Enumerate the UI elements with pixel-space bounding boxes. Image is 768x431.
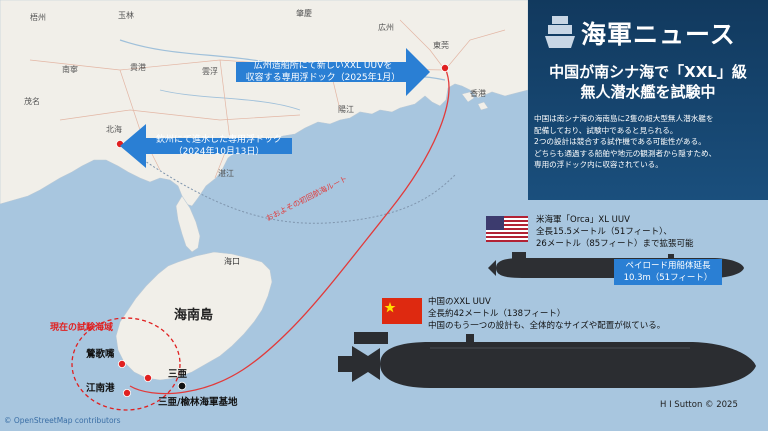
guangzhou-callout: 広州造船所にて新しいXXL UUVを収容する専用浮ドック（2025年1月）	[240, 58, 406, 86]
us-line: 全長15.5メートル（51フィート）、	[536, 227, 672, 237]
warship-icon	[545, 16, 575, 48]
test-area-label: 現在の試験海域	[50, 323, 114, 333]
city-label: 玉林	[118, 11, 134, 20]
city-label: 湛江	[218, 169, 234, 178]
callout-line: 広州造船所にて新しいXXL UUVを	[253, 61, 393, 71]
voyage-route	[129, 67, 450, 395]
ext-line: 10.3m（51フィート）	[623, 273, 713, 283]
qinzhou-arrow	[120, 124, 292, 168]
city-label: 肇慶	[296, 9, 312, 18]
city-label: 広州	[378, 23, 394, 32]
test-point-2	[143, 373, 152, 382]
description-line: 中国は南シナ海の海南島に2隻の超大型無人潜水艦を	[534, 114, 714, 123]
jiangnan-label: 江南港	[86, 383, 115, 394]
cn-line: 中国のもう一つの設計も、全体的なサイズや配置が似ている。	[428, 321, 666, 331]
sanya-base-point	[177, 381, 187, 391]
description-line: どちらも通過する船舶や地元の観測者から隠すため、	[534, 148, 717, 158]
logo-text: 海軍ニュース	[581, 20, 736, 49]
cn-title: 中国のXXL UUV	[428, 297, 491, 307]
description-line: 専用の浮ドック内に収容されている。	[534, 160, 663, 169]
city-label: 南寧	[62, 65, 78, 74]
yinggehai-point	[118, 359, 127, 368]
callout-line: 欽州にて進水した専用浮ドック	[155, 135, 282, 145]
city-label: 茂名	[24, 97, 40, 106]
city-label: 陽江	[338, 105, 354, 114]
yinggehai-label: 鶯歌嘴	[86, 349, 115, 360]
city-label: 梧州	[30, 13, 46, 22]
headline-line: 無人潜水艦を試験中	[580, 83, 716, 101]
city-label: 貴港	[130, 63, 146, 72]
china-xxl-uuv-drawing	[338, 332, 756, 388]
us-spec: 米海軍「Orca」XL UUV 全長15.5メートル（51フィート）、 26メー…	[536, 214, 693, 250]
dotted-route	[119, 143, 456, 224]
cn-line: 全長約42メートル（138フィート）	[428, 309, 566, 319]
callout-line: （2024年10月13日）	[173, 147, 265, 157]
cn-spec: 中国のXXL UUV 全長約42メートル（138フィート） 中国のもう一つの設計…	[428, 296, 665, 332]
description-line: 配備しており、試験中であると見られる。	[534, 125, 678, 135]
island-label: 海南島	[174, 308, 214, 323]
us-line: 26メートル（85フィート）まで拡張可能	[536, 239, 694, 249]
ext-line: ペイロード用船体延長	[625, 261, 711, 271]
hk-islands	[461, 91, 489, 111]
river	[159, 89, 301, 111]
us-title: 米海軍「Orca」XL UUV	[536, 215, 630, 225]
test-area-circle	[71, 317, 181, 411]
sanya-label: 三亜	[168, 369, 188, 380]
city-label: 東莞	[433, 41, 449, 50]
leizhou-peninsula	[175, 195, 201, 253]
jiangnan-point	[123, 388, 132, 397]
city-label: 香港	[470, 89, 486, 98]
guangzhou-point	[440, 64, 449, 73]
qinzhou-callout: 欽州にて進水した専用浮ドック （2024年10月13日）	[146, 132, 292, 160]
city-label: 北海	[106, 125, 122, 134]
description: 中国は南シナ海の海南島に2隻の超大型無人潜水艦を 配備しており、試験中であると見…	[534, 113, 762, 171]
headline-line: 中国が南シナ海で「XXL」級	[549, 63, 747, 81]
us-flag-icon	[486, 216, 528, 242]
author-credit: H I Sutton © 2025	[660, 400, 738, 410]
headline: 中国が南シナ海で「XXL」級 無人潜水艦を試験中	[532, 62, 764, 102]
description-line: 2つの設計は競合する試作機である可能性がある。	[534, 137, 706, 146]
callout-line: 収容する専用浮ドック（2025年1月）	[245, 73, 401, 83]
payload-extension-label: ペイロード用船体延長 10.3m（51フィート）	[614, 259, 722, 285]
hainan-island	[115, 251, 273, 381]
guangzhou-arrow	[236, 48, 430, 96]
osm-credit: © OpenStreetMap contributors	[4, 416, 121, 425]
haikou-label: 海口	[224, 257, 240, 266]
base-label: 三亜/楡林海軍基地	[158, 397, 238, 408]
city-label: 雲浮	[202, 67, 218, 76]
china-flag-icon	[382, 298, 422, 324]
